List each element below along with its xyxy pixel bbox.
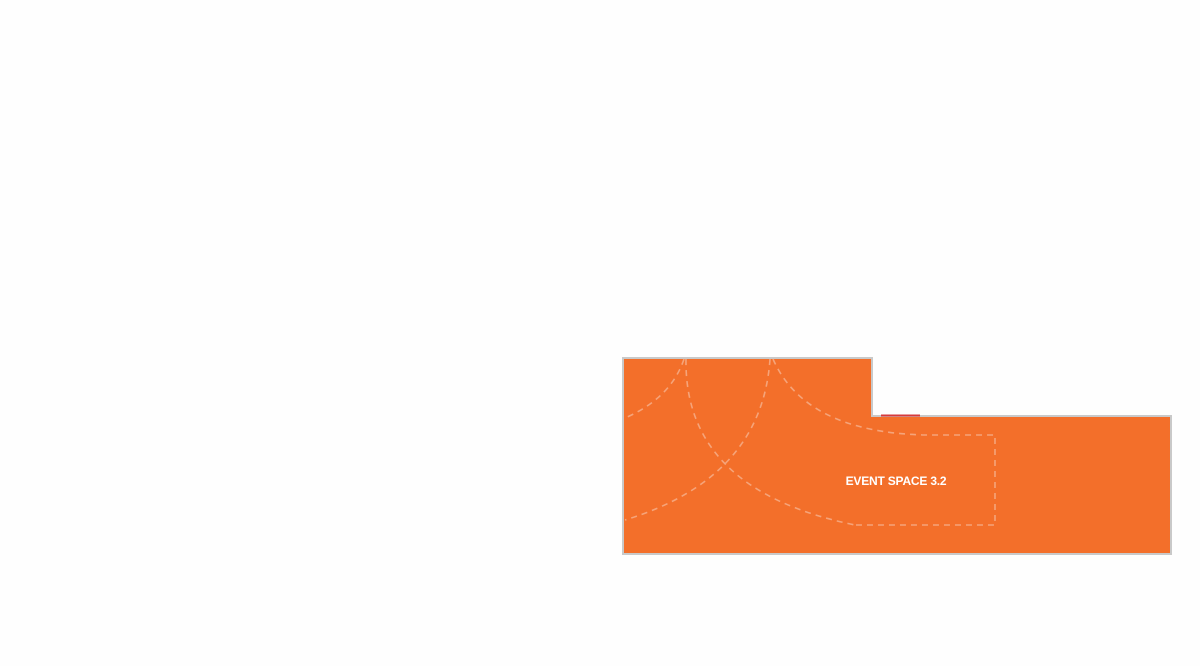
room-event-space-3-2[interactable]: EVENT SPACE 3.2 [622, 357, 1172, 555]
room-guides [624, 358, 996, 526]
room-shape[interactable] [622, 357, 1172, 555]
furniture-layout-outline [772, 358, 996, 526]
door-swing-arc [624, 358, 771, 521]
room-label: EVENT SPACE 3.2 [846, 474, 947, 488]
